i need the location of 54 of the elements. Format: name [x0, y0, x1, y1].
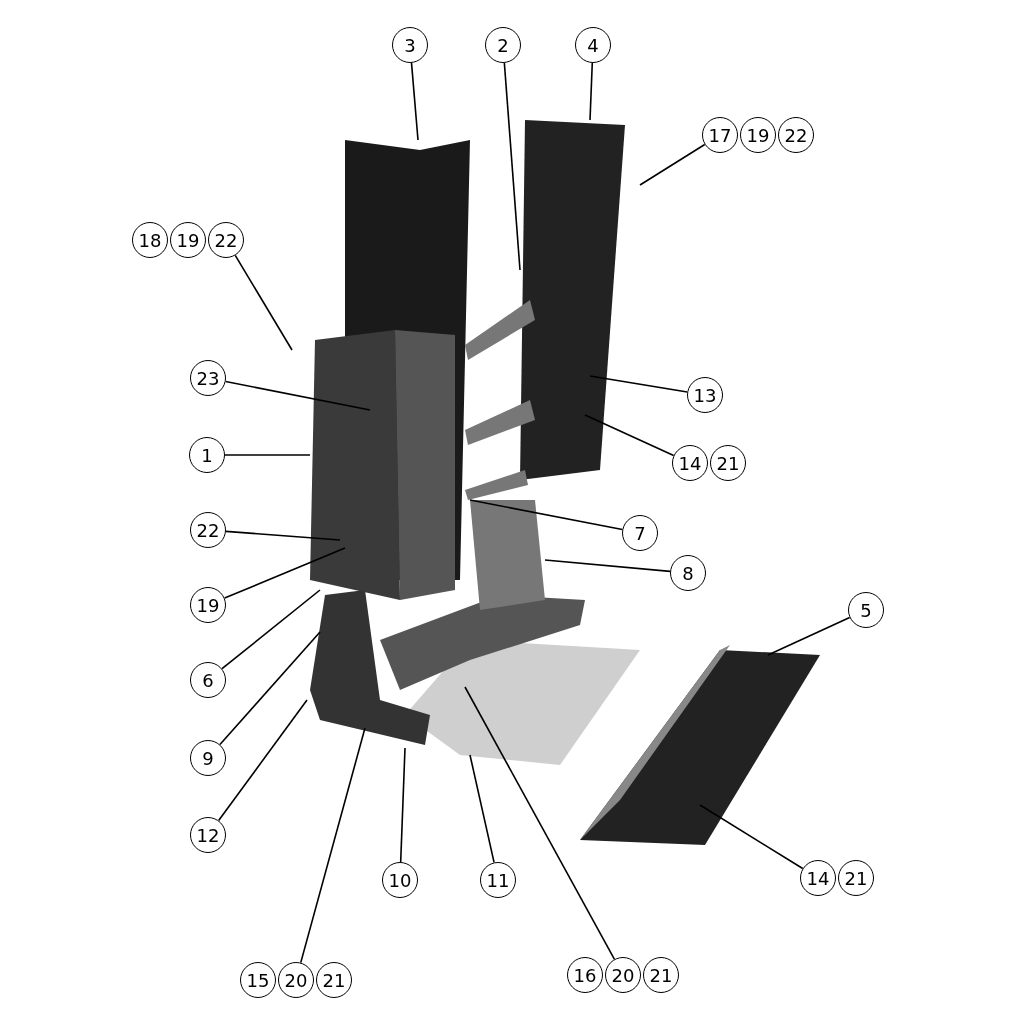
leader-line	[469, 499, 624, 531]
leader-line	[225, 530, 341, 541]
callout-number: 20	[278, 962, 314, 998]
leader-line	[639, 143, 706, 186]
leader-line	[464, 686, 616, 960]
leader-line	[544, 559, 671, 573]
callout-number: 21	[316, 962, 352, 998]
leader-line	[589, 62, 594, 121]
callout-number: 5	[848, 592, 884, 628]
leader-line	[589, 375, 689, 393]
leader-line	[223, 547, 346, 599]
callout-number: 19	[190, 587, 226, 623]
callout-number: 22	[190, 512, 226, 548]
leader-line	[399, 747, 406, 863]
callout-number: 10	[382, 862, 418, 898]
leader-line	[469, 754, 495, 864]
leader-line	[584, 414, 675, 457]
callout-number: 6	[190, 662, 226, 698]
callout-number: 9	[190, 740, 226, 776]
leader-line	[410, 62, 419, 141]
callout-number: 21	[643, 957, 679, 993]
callout-number: 4	[575, 27, 611, 63]
leader-line	[699, 804, 804, 870]
callout-number: 19	[740, 117, 776, 153]
leader-line	[221, 589, 321, 670]
callout-number: 1	[189, 437, 225, 473]
leader-line	[234, 254, 293, 351]
leader-line	[224, 380, 371, 411]
leader-line	[767, 616, 851, 656]
callout-number: 18	[132, 222, 168, 258]
leader-line	[217, 699, 308, 822]
callout-number: 19	[170, 222, 206, 258]
callout-number: 13	[687, 377, 723, 413]
callout-number: 14	[672, 445, 708, 481]
leader-line	[219, 631, 321, 746]
callout-number: 7	[622, 515, 658, 551]
callout-number: 12	[190, 817, 226, 853]
callout-number: 2	[485, 27, 521, 63]
callout-number: 17	[702, 117, 738, 153]
callout-number: 22	[778, 117, 814, 153]
callout-number: 21	[710, 445, 746, 481]
leader-line	[224, 454, 311, 456]
callout-number: 11	[480, 862, 516, 898]
callout-number: 16	[567, 957, 603, 993]
leader-line	[299, 727, 366, 964]
callout-number: 3	[392, 27, 428, 63]
callout-number: 15	[240, 962, 276, 998]
leader-line	[503, 62, 521, 271]
callout-number: 21	[838, 860, 874, 896]
callout-number: 8	[670, 555, 706, 591]
callout-number: 23	[190, 360, 226, 396]
callout-number: 20	[605, 957, 641, 993]
callout-number: 14	[800, 860, 836, 896]
callout-number: 22	[208, 222, 244, 258]
